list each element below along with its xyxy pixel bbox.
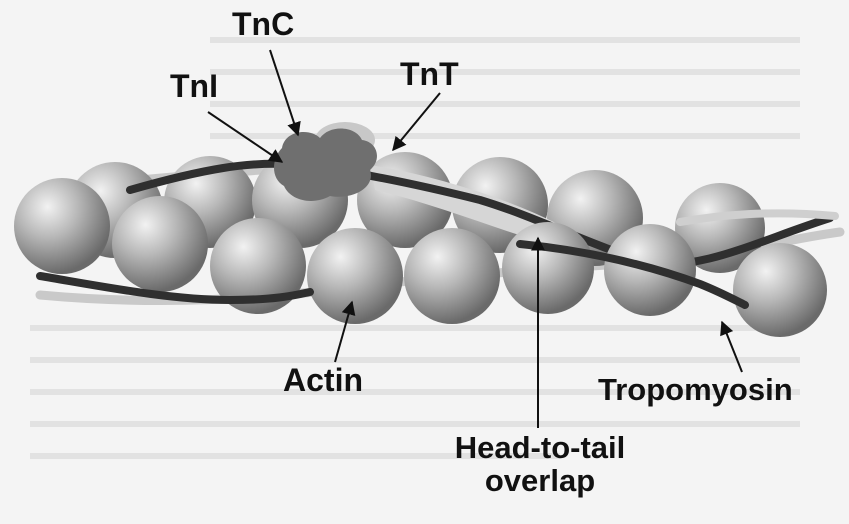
actin-monomer xyxy=(14,178,110,274)
tnc-label: TnC xyxy=(232,8,294,42)
overlap-label-line2: overlap xyxy=(415,465,665,498)
actin-monomer xyxy=(112,196,208,292)
overlap-label: Head-to-tail overlap xyxy=(415,432,665,497)
actin-label: Actin xyxy=(283,364,363,398)
tnt-label: TnT xyxy=(400,58,459,92)
tropomyosin-label: Tropomyosin xyxy=(598,374,793,407)
actin-monomer xyxy=(404,228,500,324)
actin-monomer xyxy=(733,243,827,337)
actin-monomer xyxy=(307,228,403,324)
tnc-tni-blob xyxy=(274,128,377,201)
tni-label: TnI xyxy=(170,70,218,104)
actin-monomer xyxy=(502,222,594,314)
overlap-label-line1: Head-to-tail xyxy=(415,432,665,465)
tnc-arrow xyxy=(270,50,298,135)
